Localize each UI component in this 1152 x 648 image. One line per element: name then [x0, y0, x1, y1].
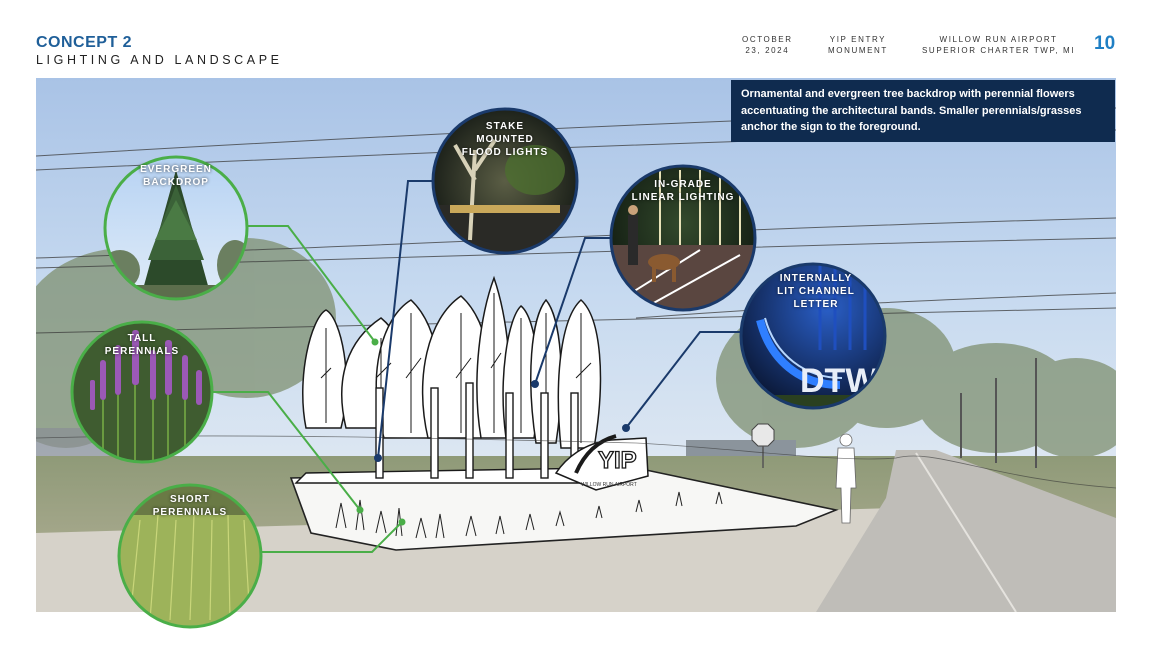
stop-sign	[751, 423, 775, 447]
label-channel-line1: INTERNALLY	[779, 273, 853, 284]
label-stake-line1: STAKE	[485, 121, 525, 132]
meta-project-line1: YIP ENTRY	[829, 35, 887, 44]
label-short-line1: SHORT	[170, 494, 210, 505]
label-stake-flood-lights: STAKE MOUNTED FLOOD LIGHTS	[450, 120, 560, 159]
meta-date-line2: 23, 2024	[745, 46, 790, 55]
page-number: 10	[1094, 33, 1116, 54]
label-stake-line3: FLOOD LIGHTS	[461, 147, 549, 158]
meta-date: OCTOBER 23, 2024	[742, 34, 793, 56]
label-in-grade-lighting: IN-GRADE LINEAR LIGHTING	[623, 178, 743, 204]
yip-sign-tagline: WILLOW RUN AIRPORT	[581, 482, 637, 488]
yip-sign-text: YIP	[598, 447, 637, 474]
label-channel-letter: INTERNALLY LIT CHANNEL LETTER	[758, 272, 874, 311]
distant-building	[686, 440, 796, 456]
meta-client-line1: WILLOW RUN AIRPORT	[939, 35, 1058, 44]
meta-project-line2: MONUMENT	[828, 46, 888, 55]
page-title: CONCEPT 2	[36, 34, 133, 51]
label-short-perennials: SHORT PERENNIALS	[140, 493, 240, 519]
description-callout: Ornamental and evergreen tree backdrop w…	[731, 80, 1115, 142]
site-rendering: YIP WILLOW RUN AIRPORT	[36, 78, 1116, 612]
label-evergreen-line1: EVERGREEN	[140, 164, 212, 175]
label-evergreen-line2: BACKDROP	[143, 177, 209, 188]
monument-bands	[294, 382, 597, 484]
meta-client-line2: SUPERIOR CHARTER TWP, MI	[922, 46, 1076, 55]
yip-sign: YIP WILLOW RUN AIRPORT	[554, 434, 649, 491]
meta-date-line1: OCTOBER	[742, 35, 793, 44]
label-tall-line1: TALL	[127, 333, 157, 344]
power-poles	[960, 358, 1037, 468]
label-short-line2: PERENNIALS	[152, 507, 228, 518]
label-ingrade-line2: LINEAR LIGHTING	[631, 192, 735, 203]
label-stake-line2: MOUNTED	[476, 134, 534, 145]
label-channel-line2: LIT CHANNEL	[777, 286, 855, 297]
label-evergreen-backdrop: EVERGREEN BACKDROP	[126, 163, 226, 189]
label-tall-line2: PERENNIALS	[104, 346, 180, 357]
page-subtitle: LIGHTING AND LANDSCAPE	[36, 53, 283, 67]
meta-client: WILLOW RUN AIRPORT SUPERIOR CHARTER TWP,…	[922, 34, 1075, 56]
label-channel-line3: LETTER	[793, 299, 839, 310]
scale-figure	[835, 433, 857, 524]
label-tall-perennials: TALL PERENNIALS	[92, 332, 192, 358]
label-ingrade-line1: IN-GRADE	[654, 179, 712, 190]
meta-project: YIP ENTRY MONUMENT	[828, 34, 888, 56]
